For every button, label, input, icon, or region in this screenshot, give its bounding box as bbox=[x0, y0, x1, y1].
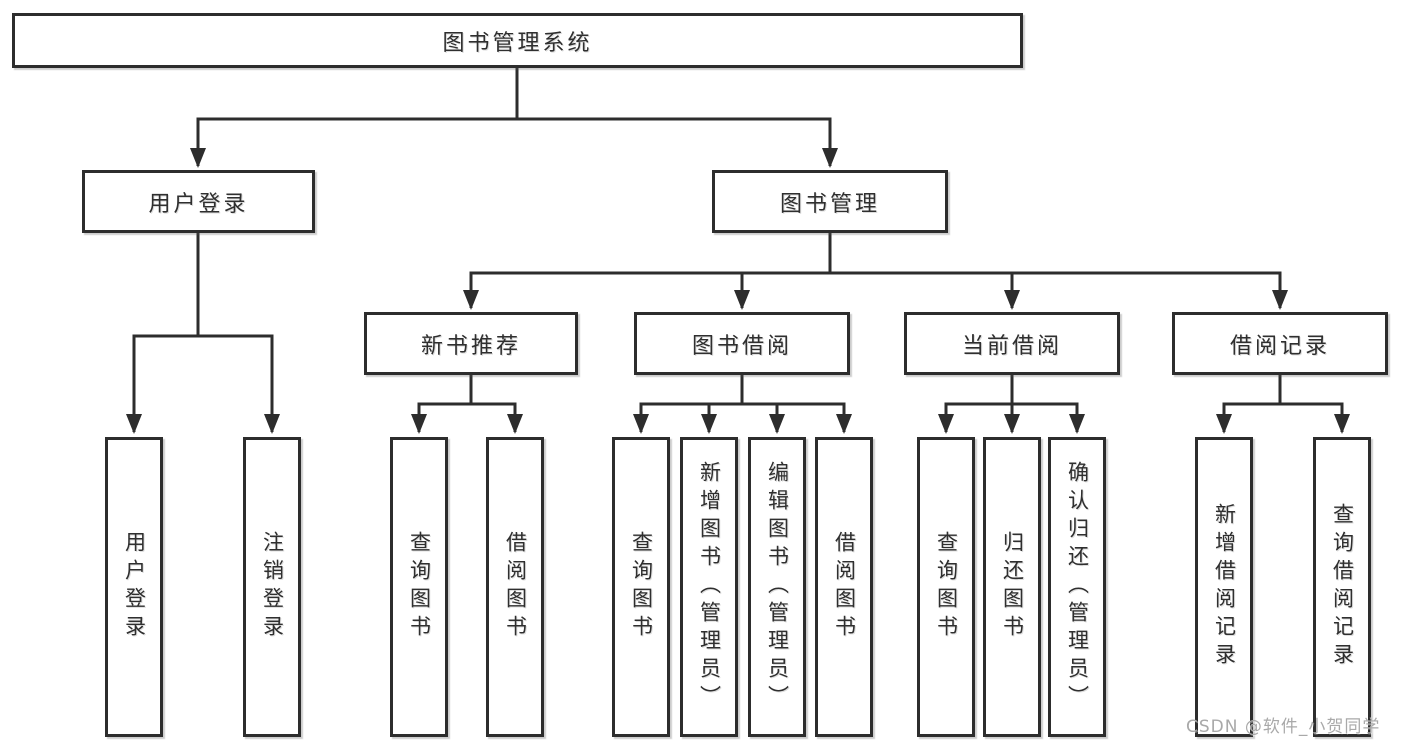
leaf-confirm-return-admin: 确认归还（管理员） bbox=[1048, 437, 1106, 737]
connector-user-login-children bbox=[126, 231, 280, 434]
node-library-management-system: 图书管理系统 bbox=[12, 13, 1023, 68]
node-label: 查询借阅记录 bbox=[1330, 503, 1355, 671]
node-label: 新增图书（管理员） bbox=[697, 461, 722, 713]
leaf-add-book-admin: 新增图书（管理员） bbox=[680, 437, 738, 737]
leaf-add-borrow-record: 新增借阅记录 bbox=[1195, 437, 1253, 737]
connector-book-management-to-level3 bbox=[463, 231, 1288, 310]
csdn-watermark: CSDN @软件_小贺同学 bbox=[1186, 717, 1381, 737]
node-label: 用户登录 bbox=[122, 531, 147, 643]
node-label: 确认归还（管理员） bbox=[1065, 461, 1090, 713]
node-label: 查询图书 bbox=[629, 531, 654, 643]
leaf-logout: 注销登录 bbox=[243, 437, 301, 737]
leaf-query-borrow-records: 查询借阅记录 bbox=[1313, 437, 1371, 737]
node-label: 借阅记录 bbox=[1229, 333, 1330, 359]
node-label: 归还图书 bbox=[1000, 531, 1025, 643]
node-label: 编辑图书（管理员） bbox=[765, 461, 790, 713]
leaf-query-books-3: 查询图书 bbox=[917, 437, 975, 737]
node-borrowing-records: 借阅记录 bbox=[1172, 312, 1388, 375]
node-book-management: 图书管理 bbox=[712, 170, 948, 233]
node-new-book-recommendation: 新书推荐 bbox=[364, 312, 578, 375]
node-label: 查询图书 bbox=[407, 531, 432, 643]
node-label: 图书管理系统 bbox=[442, 30, 593, 56]
node-current-borrowing: 当前借阅 bbox=[904, 312, 1120, 375]
leaf-borrow-books: 借阅图书 bbox=[486, 437, 544, 737]
node-label: 图书借阅 bbox=[691, 333, 792, 359]
node-label: 新增借阅记录 bbox=[1212, 503, 1237, 671]
leaf-return-books: 归还图书 bbox=[983, 437, 1041, 737]
leaf-query-books-2: 查询图书 bbox=[612, 437, 670, 737]
node-label: 新书推荐 bbox=[420, 333, 521, 359]
node-label: 借阅图书 bbox=[832, 531, 857, 643]
leaf-query-books: 查询图书 bbox=[390, 437, 448, 737]
connector-new-book-recommendation-children bbox=[411, 373, 523, 434]
node-book-borrowing: 图书借阅 bbox=[634, 312, 850, 375]
connector-current-borrowing-children bbox=[938, 373, 1085, 434]
node-user-login: 用户登录 bbox=[82, 170, 315, 233]
node-label: 注销登录 bbox=[260, 531, 285, 643]
node-label: 图书管理 bbox=[779, 191, 880, 217]
connector-root-to-level2 bbox=[190, 66, 838, 168]
leaf-user-login: 用户登录 bbox=[105, 437, 163, 737]
node-label: 用户登录 bbox=[148, 191, 249, 217]
leaf-borrow-books-2: 借阅图书 bbox=[815, 437, 873, 737]
node-label: 当前借阅 bbox=[961, 333, 1062, 359]
connector-borrowing-records-children bbox=[1216, 373, 1350, 434]
leaf-edit-book-admin: 编辑图书（管理员） bbox=[748, 437, 806, 737]
connector-book-borrowing-children bbox=[633, 373, 852, 434]
node-label: 借阅图书 bbox=[503, 531, 528, 643]
node-label: 查询图书 bbox=[934, 531, 959, 643]
